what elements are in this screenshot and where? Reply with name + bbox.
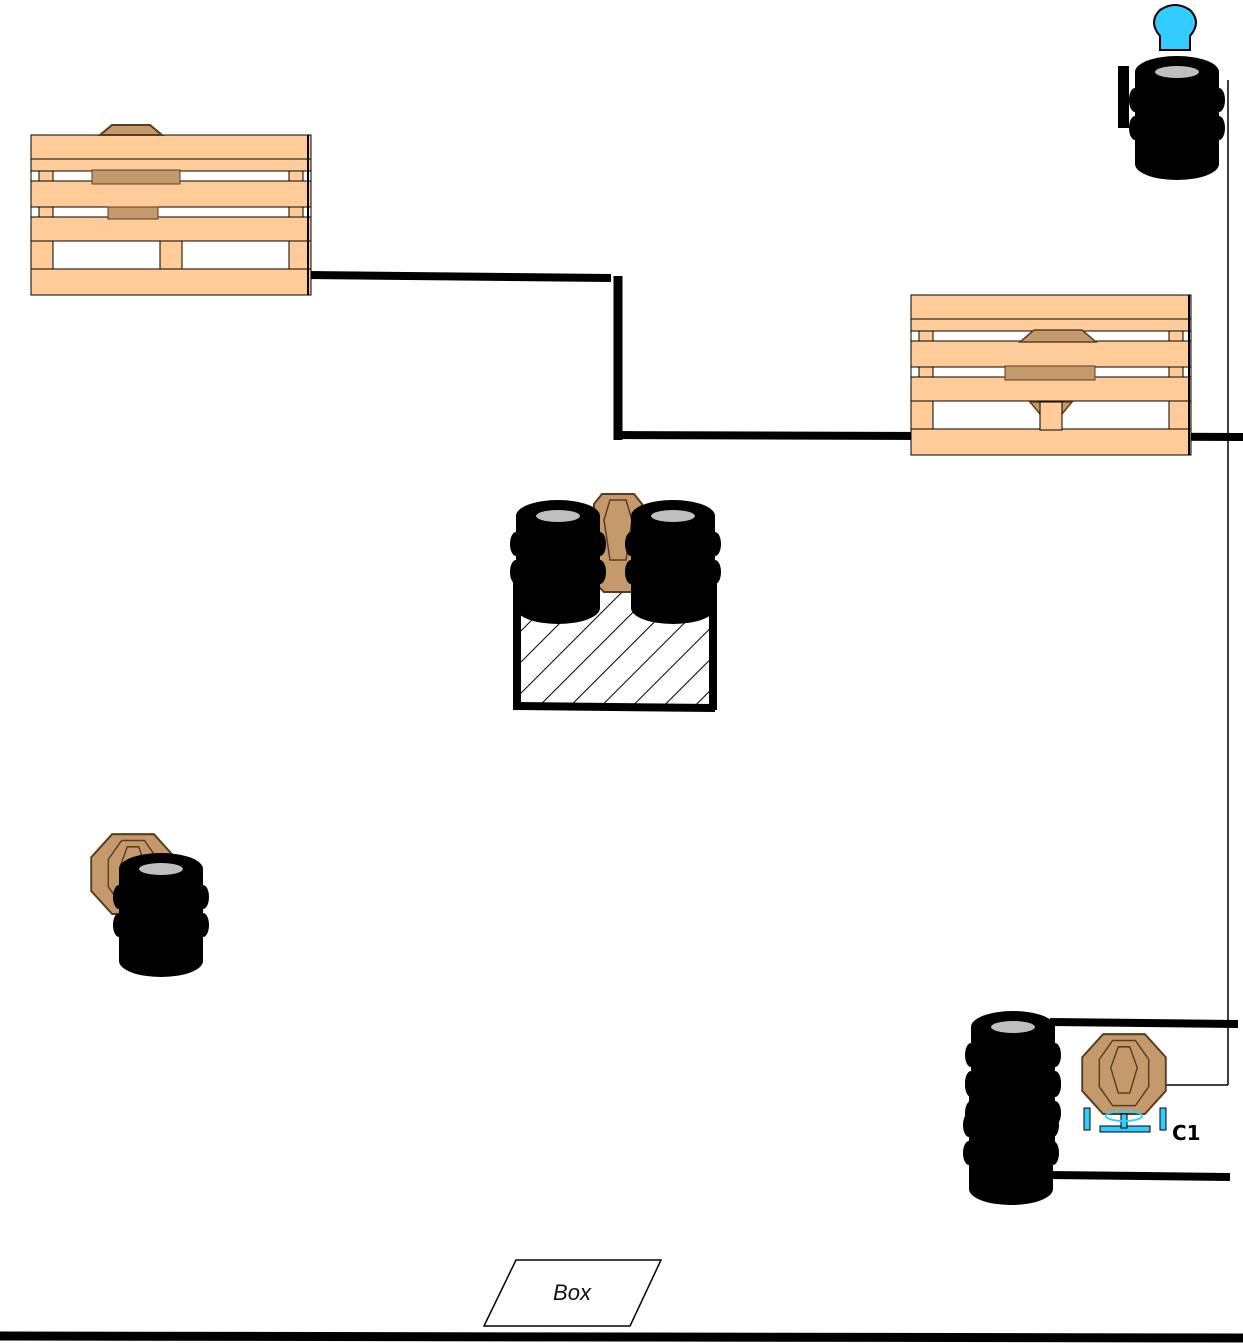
barrier-post-top-right bbox=[1118, 66, 1129, 128]
start-box: Box bbox=[482, 1259, 663, 1327]
pallet-top-left bbox=[30, 134, 312, 296]
target-right-peek bbox=[1004, 329, 1099, 431]
shooter-icon bbox=[1153, 4, 1197, 51]
tire-stack-top-right bbox=[1129, 56, 1225, 180]
start-box-label: Box bbox=[553, 1280, 592, 1305]
wall-bottom bbox=[0, 1331, 1243, 1343]
wall-lower-bottom bbox=[1047, 1171, 1231, 1181]
wall-lower-top bbox=[1049, 1018, 1239, 1028]
pallet-right bbox=[910, 294, 1192, 456]
target-top-left-peek bbox=[91, 124, 181, 220]
tire-stack-centre-right bbox=[625, 500, 721, 624]
start-marker-label: C1 bbox=[1172, 1121, 1201, 1145]
target-c1 bbox=[1081, 1033, 1167, 1116]
tire-stack-centre-left bbox=[510, 500, 606, 624]
target-stand-c1 bbox=[1083, 1107, 1167, 1133]
tire-stack-lower-left bbox=[113, 853, 209, 977]
tire-stack-bottom-right-1 bbox=[965, 1011, 1061, 1135]
